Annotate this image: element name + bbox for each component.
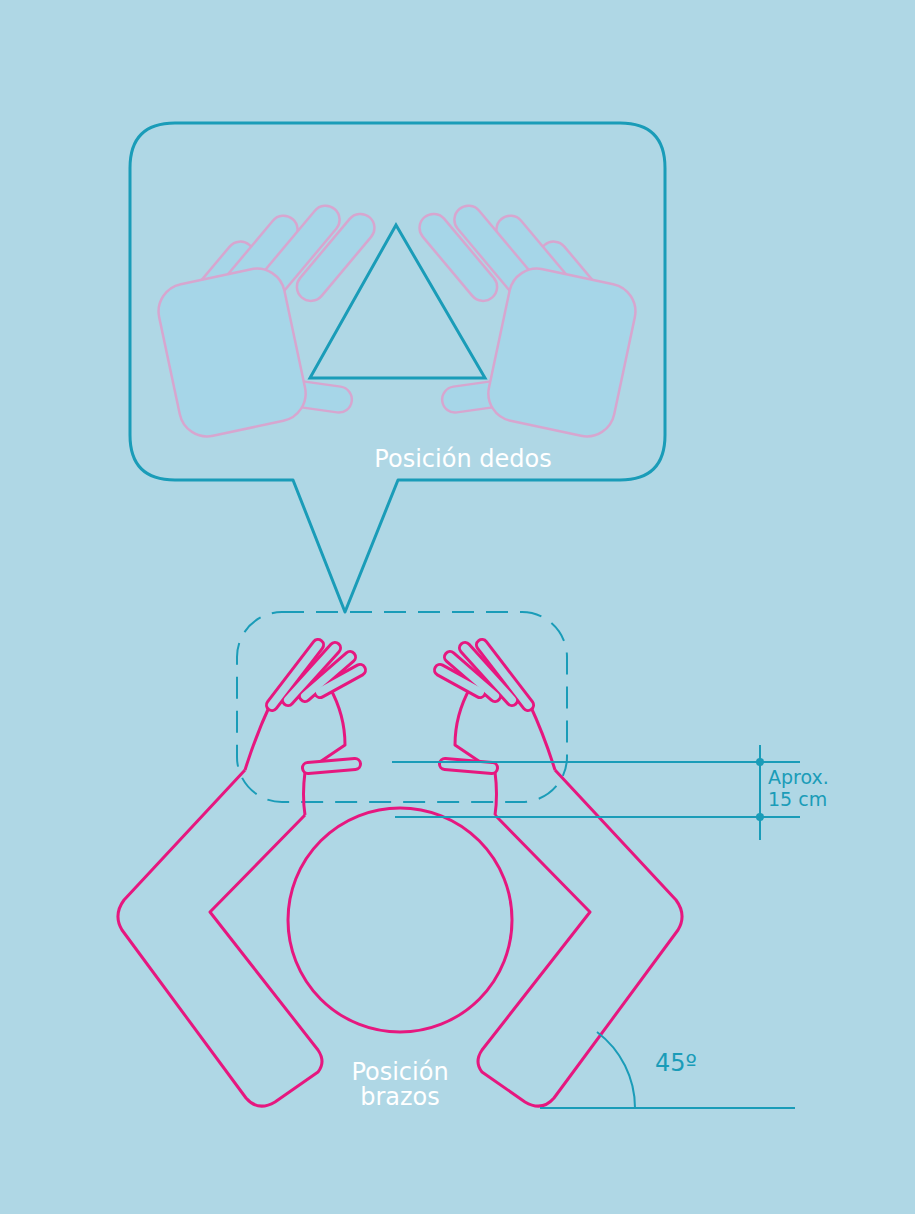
- focus-area: [237, 612, 567, 802]
- arms-caption: Posición brazos: [325, 1060, 475, 1110]
- angle-label: 45º: [655, 1050, 735, 1076]
- callout-title: Posición dedos: [374, 446, 551, 472]
- dimension-dot: [756, 813, 764, 821]
- head-circle: [288, 808, 512, 1032]
- dimension-lines: [392, 745, 800, 1108]
- dimension-dot: [756, 758, 764, 766]
- bubble-outline: [130, 123, 665, 480]
- dimension-label: Aprox. 15 cm: [768, 766, 850, 811]
- hands-closeup: [153, 200, 640, 442]
- arms-figure: [118, 645, 682, 1106]
- finger-triangle: [310, 225, 485, 378]
- callout-bubble: Posición dedos: [130, 123, 665, 480]
